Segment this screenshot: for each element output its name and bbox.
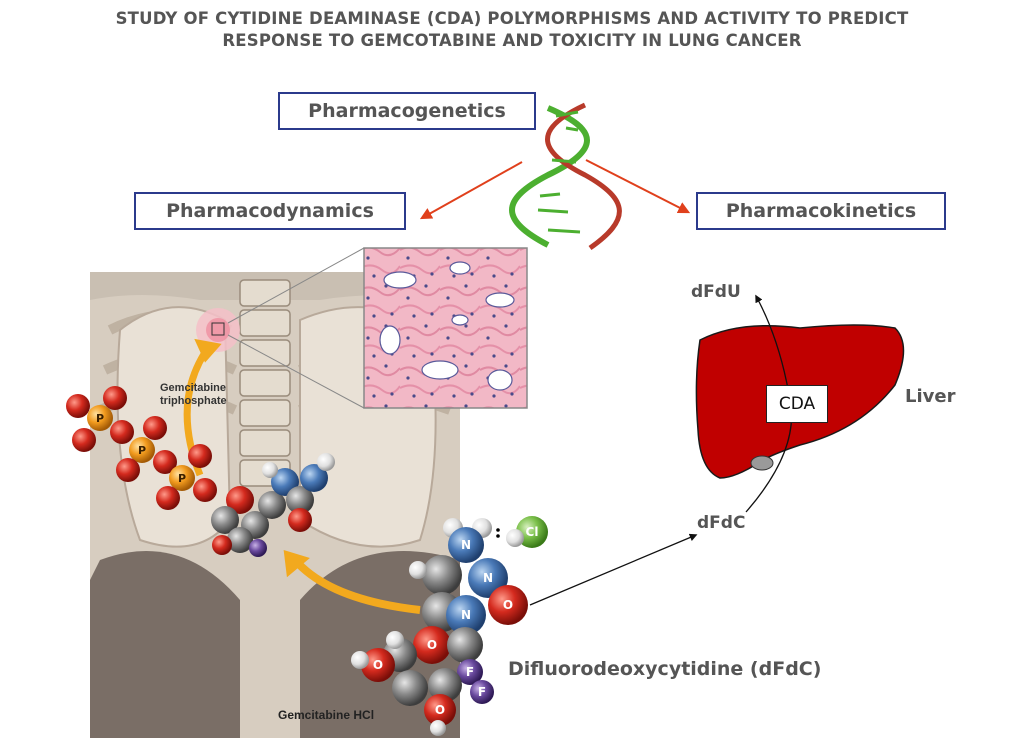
atom-p-1: P [96,412,104,425]
atom-n-3: N [461,608,471,622]
tissue-micrograph [227,247,528,409]
atom-p-2: P [138,444,146,457]
dfdu-label: dFdU [691,282,741,302]
atom-o-2: O [427,638,437,652]
arrow-to-liver [529,533,698,606]
arrow-to-pharmacodynamics [419,161,523,220]
atom-n-2: N [483,571,493,585]
molecule-name-label: Difluorodeoxycytidine (dFdC) [508,658,822,680]
cda-enzyme-box: CDA [766,385,828,423]
orange-arrow-to-triphosphate [291,557,421,614]
gemcitabine-triphosphate-molecule: P P P [66,386,335,557]
title-line-1: STUDY OF CYTIDINE DEAMINASE (CDA) POLYMO… [115,9,909,28]
gemcitabine-hcl-molecule: N N N O O O O F F Cl [351,516,548,736]
pharmacodynamics-box: Pharmacodynamics [134,192,406,230]
atom-cl: Cl [526,525,539,539]
gemcitabine-hcl-label: Gemcitabine HCl [278,708,375,722]
title-line-2: RESPONSE TO GEMCOTABINE AND TOXICITY IN … [222,31,802,50]
triphosphate-label: Gemcitabine triphosphate [160,382,227,407]
atom-f-1: F [466,665,474,679]
dfdc-label: dFdC [697,513,746,533]
atom-n-1: N [461,538,471,552]
dna-helix-icon [509,102,622,251]
atom-o-1: O [503,598,513,612]
pharmacokinetics-box: Pharmacokinetics [696,192,946,230]
liver-label: Liver [905,386,956,407]
atom-p-3: P [178,472,186,485]
atom-o-3: O [373,658,383,672]
atom-f-2: F [478,685,486,699]
diagram-title: STUDY OF CYTIDINE DEAMINASE (CDA) POLYMO… [0,8,1024,52]
atom-o-4: O [435,703,445,717]
pharmacogenetics-box: Pharmacogenetics [278,92,536,130]
arrow-to-pharmacokinetics [585,159,691,214]
